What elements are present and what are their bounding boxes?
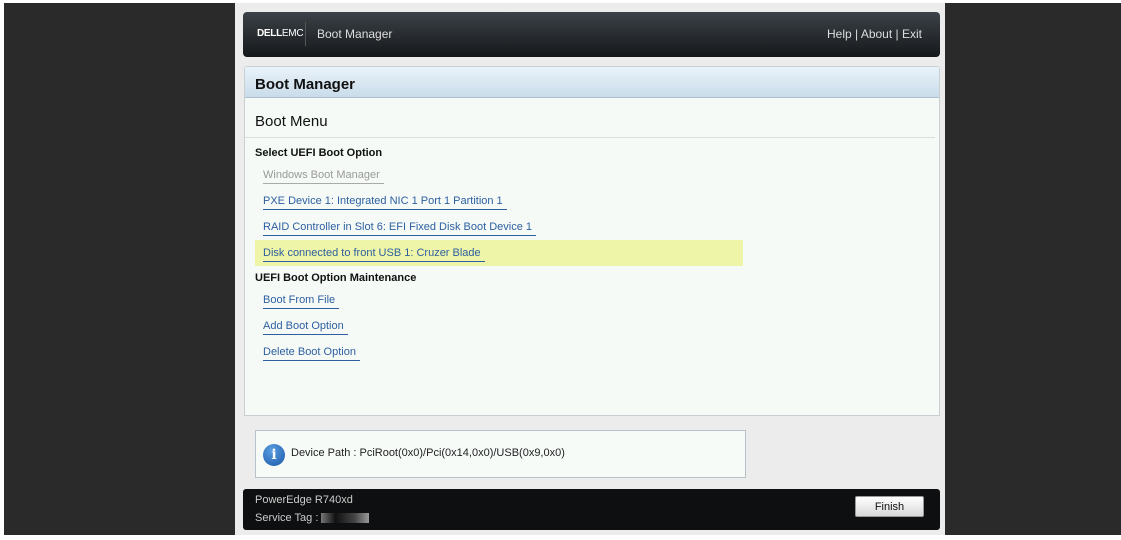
info-box: i Device Path : PciRoot(0x0)/Pci(0x14,0x… [255,430,746,478]
divider [305,22,306,46]
boot-option-link[interactable]: PXE Device 1: Integrated NIC 1 Port 1 Pa… [263,195,507,210]
footer-bar: PowerEdge R740xd Service Tag : Finish [243,489,940,530]
boot-menu-heading: Boot Menu [245,98,935,138]
boot-from-file-link[interactable]: Boot From File [263,294,340,309]
service-tag: Service Tag : [255,512,370,524]
boot-option-link[interactable]: Windows Boot Manager [263,169,384,184]
app-title: Boot Manager [317,27,393,41]
boot-manager-panel: Boot Manager Boot Menu Select UEFI Boot … [244,66,940,416]
about-link[interactable]: About [860,27,893,41]
boot-option-link[interactable]: RAID Controller in Slot 6: EFI Fixed Dis… [263,221,536,236]
boot-option-link[interactable]: Disk connected to front USB 1: Cruzer Bl… [263,247,485,262]
boot-option-windows[interactable]: Windows Boot Manager [245,162,742,188]
bios-window: DELLEMC Boot Manager Help | About | Exit… [235,3,945,535]
help-link[interactable]: Help [827,27,852,41]
delete-boot-option[interactable]: Delete Boot Option [245,339,742,365]
section-heading: Select UEFI Boot Option [255,147,383,159]
header-links: Help | About | Exit [827,27,922,41]
service-tag-label: Service Tag : [255,512,319,524]
section-heading: UEFI Boot Option Maintenance [255,272,417,284]
device-path: Device Path : PciRoot(0x0)/Pci(0x14,0x0)… [291,447,565,459]
boot-option-raid[interactable]: RAID Controller in Slot 6: EFI Fixed Dis… [245,214,742,240]
boot-from-file[interactable]: Boot From File [245,287,742,313]
system-model: PowerEdge R740xd [255,494,353,506]
right-backdrop [945,3,1121,535]
left-backdrop [4,3,235,535]
top-bar: DELLEMC Boot Manager Help | About | Exit [243,12,940,57]
redacted-service-tag [321,513,370,524]
add-boot-option-link[interactable]: Add Boot Option [263,320,348,335]
exit-link[interactable]: Exit [901,27,922,41]
info-icon: i [263,444,285,466]
boot-option-usb[interactable]: Disk connected to front USB 1: Cruzer Bl… [255,240,743,266]
add-boot-option[interactable]: Add Boot Option [245,313,742,339]
dell-emc-logo: DELLEMC [257,28,304,39]
delete-boot-option-link[interactable]: Delete Boot Option [263,346,360,361]
page-title: Boot Manager [245,67,939,98]
finish-button[interactable]: Finish [855,496,924,517]
boot-option-pxe[interactable]: PXE Device 1: Integrated NIC 1 Port 1 Pa… [245,188,742,214]
